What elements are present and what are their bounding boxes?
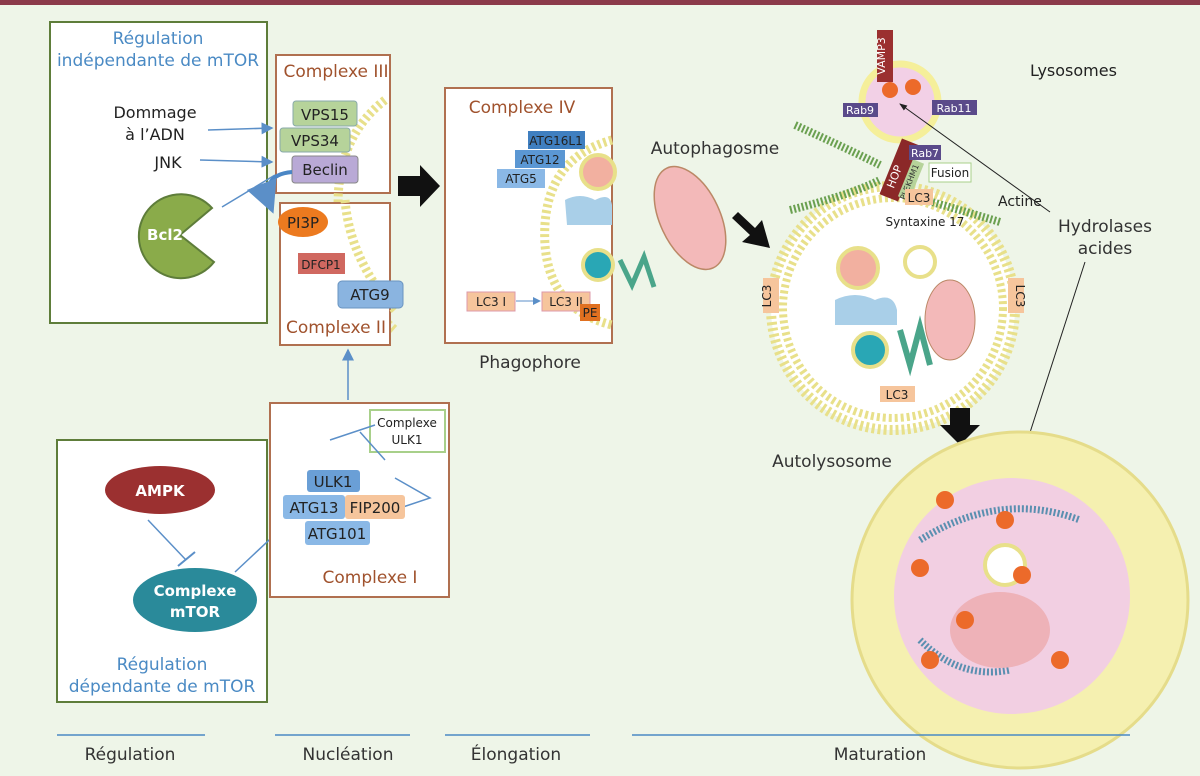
stage-label: Nucléation [302, 745, 393, 765]
mtor-label: Complexe [154, 582, 237, 600]
complex-title: Complexe IV [469, 98, 576, 118]
autophagosome-label: Autophagosme [651, 139, 780, 159]
beclin-label: Beclin [302, 161, 348, 179]
autolysosome-vesicle [850, 430, 1190, 770]
panel-title: dépendante de mTOR [69, 677, 256, 697]
syntaxine-label: Syntaxine 17 [886, 215, 965, 229]
ulk1-complex-label: ULK1 [392, 433, 423, 447]
pointer-line [899, 103, 1051, 213]
dfcp1-label: DFCP1 [301, 258, 340, 272]
lysosome-icon [858, 60, 942, 144]
complex-title: Complexe III [284, 62, 389, 82]
ampk-label: AMPK [135, 482, 186, 500]
phagophore-label: Phagophore [479, 353, 581, 373]
atg16l1-label: ATG16L1 [529, 134, 583, 148]
actin-icon [789, 121, 1002, 226]
stage-label: Maturation [834, 745, 927, 765]
vps15-label: VPS15 [301, 106, 349, 124]
lc3-label: LC3 [1013, 285, 1027, 308]
jnk-label: JNK [153, 153, 182, 172]
atg101-label: ATG101 [308, 525, 367, 543]
atg13-label: ATG13 [290, 499, 339, 517]
black-arrow-icon [398, 165, 440, 207]
panel-title: indépendante de mTOR [57, 51, 259, 71]
mtor-label: mTOR [170, 603, 221, 621]
regulation-independent-panel: Régulation indépendante de mTOR Dommage … [49, 21, 276, 324]
atg9-label: ATG9 [350, 286, 389, 304]
pi3p-icon [278, 207, 328, 237]
autolysosome-label: Autolysosome [772, 452, 892, 472]
rab7-label: Rab7 [911, 147, 939, 160]
mtor-cloud-icon [133, 568, 257, 632]
lc3-label: LC3 [760, 285, 774, 308]
complex-title: Complexe I [323, 568, 418, 588]
lysosome-fusion: VAMP3 Rab9 Rab11 Lysosomes HOP PLEKHM1 R… [789, 30, 1117, 229]
atg12-label: ATG12 [520, 153, 559, 167]
top-bar [0, 0, 1200, 5]
vamp3-label: VAMP3 [875, 37, 888, 74]
hydrolases-label: acides [1078, 239, 1133, 259]
dna-damage-label: à l’ADN [125, 125, 185, 144]
ulk1-complex-label: Complexe [377, 416, 437, 430]
lc3-label: LC3 [908, 191, 931, 205]
pe-label: PE [583, 306, 598, 320]
lc3-label: LC3 [886, 388, 909, 402]
dna-damage-label: Dommage [113, 103, 196, 122]
rab11-label: Rab11 [936, 102, 971, 115]
pi3p-label: PI3P [287, 214, 319, 232]
ampk-cloud-icon [105, 466, 215, 514]
regulation-dependent-panel: AMPK Complexe mTOR Régulation dépendante… [56, 439, 291, 703]
arrow-icon [207, 122, 274, 135]
lysosomes-label: Lysosomes [1030, 61, 1117, 80]
atg5-label: ATG5 [505, 172, 537, 186]
rab9-label: Rab9 [846, 104, 874, 117]
complex-1: Complexe ULK1 ULK1 ATG13 FIP200 ATG101 C… [269, 348, 450, 598]
fusion-label: Fusion [931, 166, 969, 180]
fip200-label: FIP200 [350, 499, 401, 517]
black-arrow-icon [940, 408, 980, 445]
lc3ii-label: LC3 II [549, 295, 583, 309]
bcl2-icon [137, 193, 216, 280]
mitochondrion-icon [653, 165, 727, 271]
panel-title: Régulation [113, 29, 204, 49]
stage-label: Élongation [471, 743, 561, 765]
panel-title: Régulation [117, 655, 208, 675]
curved-arrow-icon [246, 170, 293, 214]
stage-timeline: Régulation Nucléation Élongation Maturat… [57, 734, 1130, 765]
stage-label: Régulation [85, 745, 176, 765]
vps34-label: VPS34 [291, 132, 339, 150]
black-arrow-icon [732, 212, 770, 248]
bcl2-label: Bcl2 [147, 226, 183, 244]
arrow-icon [199, 155, 274, 168]
complex-2: PI3P DFCP1 ATG9 Complexe II [278, 199, 404, 346]
ulk1-label: ULK1 [314, 473, 353, 491]
complex-4: Complexe IV ATG16L1 ATG12 ATG5 LC3 I LC3… [444, 87, 617, 344]
lc3i-label: LC3 I [476, 295, 506, 309]
complex-title: Complexe II [286, 318, 386, 338]
hydrolases-label: Hydrolases [1058, 217, 1152, 237]
